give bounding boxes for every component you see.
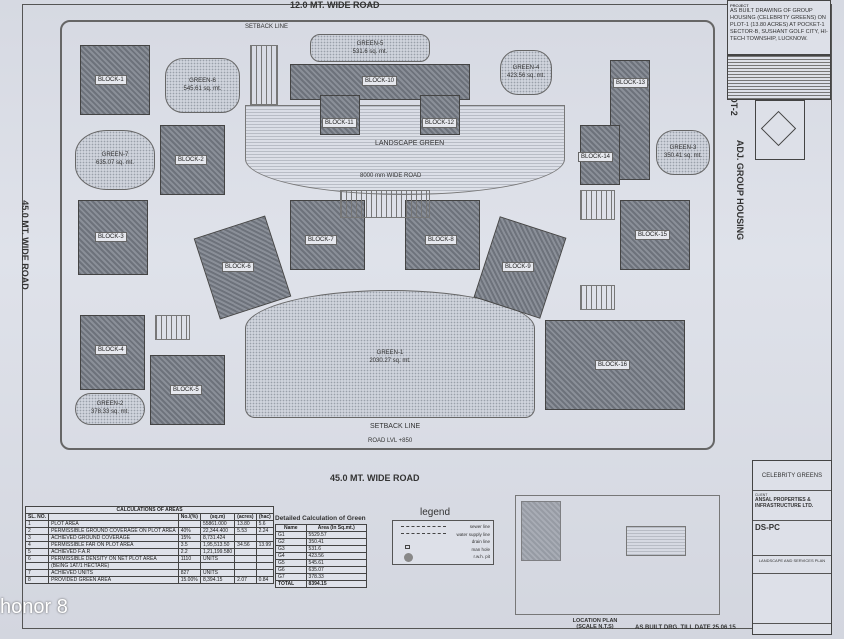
block-8-label: BLOCK-8 [425, 235, 457, 245]
block-15-label: BLOCK-15 [635, 230, 671, 240]
green-4: GREEN-4 423.56 sq. mt. [500, 50, 552, 95]
site-boundary [60, 20, 715, 450]
landscape-label: LANDSCAPE GREEN [375, 140, 445, 147]
green-1: GREEN-1 2030.27 sq. mt. [245, 290, 535, 418]
block-14-label: BLOCK-14 [578, 152, 614, 162]
sheet-border [22, 4, 832, 629]
location-plan-label: LOCATION PLAN (SCALE N.T.S) [572, 618, 618, 630]
block-12 [420, 95, 460, 135]
block-9-label: BLOCK-9 [502, 262, 534, 272]
block-6-label: BLOCK-6 [222, 262, 254, 272]
areas-table: CALCULATIONS OF AREAS SL. NO.No./(%)(sq.… [24, 506, 275, 584]
table-row: (BEING 1AT/1 HECTARE) [24, 562, 275, 570]
block-11 [320, 95, 360, 135]
block-5-label: BLOCK-5 [170, 385, 202, 395]
parking-right-lower [580, 285, 615, 310]
notes-block [727, 55, 831, 100]
parking-right [580, 190, 615, 220]
road-level-label: ROAD LVL +850 [368, 438, 413, 444]
key-plan [755, 100, 805, 160]
parking-central [340, 190, 430, 218]
block-11-label: BLOCK-11 [322, 118, 357, 128]
block-4-label: BLOCK-4 [95, 345, 127, 355]
green-3: GREEN-3 350.41 sq. mt. [656, 130, 710, 175]
block-10-label: BLOCK-10 [362, 76, 398, 86]
camera-watermark: honor 8 [0, 596, 68, 618]
setback-label-bottom: SETBACK LINE [370, 423, 421, 430]
green-7: GREEN-7 635.07 sq. mt. [75, 130, 155, 190]
parking-left [155, 315, 190, 340]
block-13-label: BLOCK-13 [613, 78, 649, 88]
landscape-green [245, 105, 565, 195]
project-title-block: PROJECT AS BUILT DRAWING OF GROUP HOUSIN… [727, 0, 831, 55]
legend-title: legend [420, 507, 451, 518]
green-6: GREEN-6 545.61 sq. mt. [165, 58, 240, 113]
green-5: GREEN-5 531.6 sq. mt. [310, 34, 430, 62]
road-label-bottom: 45.0 MT. WIDE ROAD [330, 473, 420, 483]
road-label-right: ADJ. GROUP HOUSING [735, 139, 746, 241]
road-label-left: 45.0 MT. WIDE ROAD [19, 200, 30, 290]
block-7-label: BLOCK-7 [305, 235, 337, 245]
block-2-label: BLOCK-2 [175, 155, 207, 165]
road-label-top: 12.0 MT. WIDE ROAD [290, 0, 380, 10]
manhole-icon [405, 545, 410, 549]
green-2: GREEN-2 378.33 sq. mt. [75, 393, 145, 425]
block-12-label: BLOCK-12 [422, 118, 458, 128]
block-16-label: BLOCK-16 [595, 360, 631, 370]
as-built-note: AS BUILT DRG. TILL DATE 25.06.15 [635, 625, 736, 631]
block-3-label: BLOCK-3 [95, 232, 127, 242]
location-plan [515, 495, 720, 615]
rwh-pit-icon [404, 553, 413, 562]
setback-label-top: SETBACK LINE [245, 24, 289, 30]
block-1-label: BLOCK-1 [95, 75, 127, 85]
parking-top [250, 45, 278, 105]
internal-road-label: 8000 mm WIDE ROAD [360, 173, 422, 179]
